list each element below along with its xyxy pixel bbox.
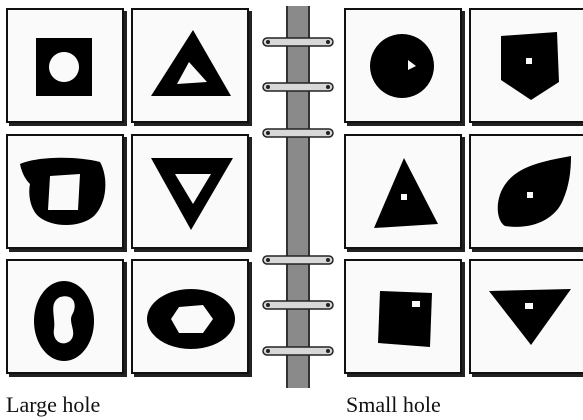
inverted-triangle-with-small-hole-icon	[471, 261, 583, 372]
binder-spine	[286, 6, 310, 388]
pentagon-with-small-hole-icon	[471, 10, 583, 121]
large-hole-caption: Large hole	[6, 392, 100, 418]
ellipse-with-large-hole-icon	[133, 261, 247, 372]
blob-with-large-hole-icon	[8, 136, 122, 247]
small-hole-leaf-card	[469, 134, 583, 249]
small-hole-pentagon-card	[469, 8, 583, 123]
binder-ring-4	[262, 253, 334, 267]
binder-ring-3	[262, 126, 334, 140]
large-hole-inverted-triangle-card	[131, 134, 249, 249]
large-hole-blob-card	[6, 134, 124, 249]
binder-ring-5	[262, 298, 334, 312]
large-hole-oval-card	[6, 259, 124, 374]
circle-with-small-hole-icon	[346, 10, 460, 121]
binder-ring-2	[262, 80, 334, 94]
small-hole-caption: Small hole	[346, 392, 441, 418]
small-hole-circle-card	[344, 8, 462, 123]
large-hole-triangle-card	[131, 8, 249, 123]
binder-ring-1	[262, 35, 334, 49]
triangle-with-large-hole-icon	[133, 10, 247, 121]
triangle-with-small-hole-icon	[346, 136, 460, 247]
small-hole-square-card	[344, 259, 462, 374]
large-hole-square-card	[6, 8, 124, 123]
large-hole-ellipse-card	[131, 259, 249, 374]
inverted-triangle-with-large-hole-icon	[133, 136, 247, 247]
leaf-with-small-hole-icon	[471, 136, 583, 247]
square-with-small-hole-icon	[346, 261, 460, 372]
square-with-large-hole-icon	[8, 10, 122, 121]
small-hole-triangle-card	[344, 134, 462, 249]
oval-with-large-hole-icon	[8, 261, 122, 372]
small-hole-inverted-triangle-card	[469, 259, 583, 374]
binder-ring-6	[262, 344, 334, 358]
